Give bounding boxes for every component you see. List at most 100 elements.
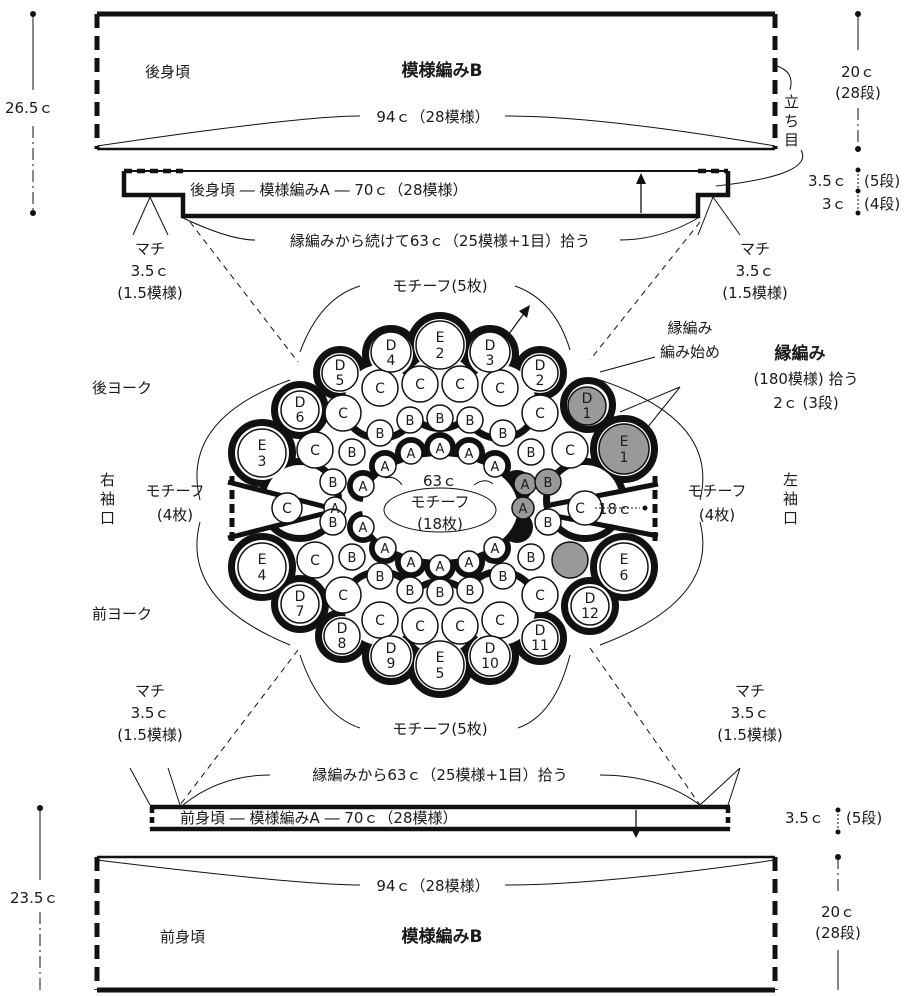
front-height-dimension: 23.5ｃ [10, 805, 58, 990]
circle-D1-letter: D [582, 391, 593, 407]
edge-start-2: 編み始め [660, 343, 720, 361]
right-cuff-char-3: 口 [100, 509, 115, 527]
circle-D6-num: 6 [296, 410, 305, 426]
front-body-width: 94ｃ（28模様） [376, 877, 489, 895]
b-label: B [466, 584, 475, 599]
a-label: A [465, 447, 474, 462]
circle-E4-letter: E [258, 552, 267, 568]
circle-D11-num: 11 [531, 638, 549, 654]
left-side-count: (4枚) [699, 506, 735, 524]
c-label: C [575, 501, 585, 517]
gusset-right-patterns: (1.5模様) [722, 284, 788, 302]
circle-E3-num: 3 [258, 454, 267, 470]
b-label: B [406, 414, 415, 429]
front-band-h1-rows: (5段) [846, 809, 882, 827]
a-label: A [359, 480, 368, 495]
motif-circles [237, 320, 650, 690]
front-gusset-left: マチ 3.5ｃ (1.5模様) [117, 682, 183, 806]
b-label: B [376, 570, 385, 585]
b-label: B [376, 427, 385, 442]
front-body-name: 前身頃 [160, 928, 205, 946]
circle-D12-num: 12 [581, 606, 599, 622]
b-label: B [527, 446, 536, 461]
a-label: A [407, 556, 416, 571]
a-labels: A A A A A A A A A A A A A A A [331, 442, 530, 575]
a-label: A [436, 442, 445, 457]
b-label: B [499, 570, 508, 585]
back-right-dimensions: 20ｃ (28段) 3.5ｃ (5段) 3ｃ (4段) [808, 11, 900, 216]
back-body-width: 94ｃ（28模様） [376, 108, 489, 126]
center-motif: モチーフ [410, 493, 469, 511]
front-right-dimensions: 20ｃ (28段) [815, 854, 861, 990]
b-label: B [436, 586, 445, 601]
motif-top-label: モチーフ(5枚) [392, 277, 487, 295]
back-band-h2: 3ｃ [822, 195, 847, 213]
circle-D1-num: 1 [583, 406, 592, 422]
right-cuff-char-2: 袖 [100, 490, 115, 508]
gusset-left-size: 3.5ｃ [131, 262, 170, 280]
front-gusset-left-name: マチ [135, 682, 165, 700]
a-label: A [521, 478, 530, 493]
c-label: C [310, 553, 320, 569]
circle-D5-num: 5 [336, 373, 345, 389]
edge-pickup: (180模様) 拾う [753, 370, 858, 388]
motif-bottom-label: モチーフ(5枚) [392, 720, 487, 738]
back-band-h2-rows: (4段) [864, 195, 900, 213]
right-side-motif: モチーフ [145, 482, 204, 500]
circle-D2-letter: D [535, 358, 546, 374]
circle-E1-num: 1 [620, 450, 629, 466]
front-yoke-label: 前ヨーク [92, 605, 152, 623]
back-band-h1-rows: (5段) [864, 172, 900, 190]
c-label: C [455, 619, 465, 635]
front-height-total: 23.5ｃ [10, 889, 58, 907]
a-label: A [491, 460, 500, 475]
c-label: C [310, 443, 320, 459]
b-label: B [544, 516, 553, 531]
circle-D9-num: 9 [387, 656, 396, 672]
circle-E5-num: 5 [436, 666, 445, 682]
edge-height: 2ｃ (3段) [773, 394, 839, 412]
c-label: C [535, 588, 545, 604]
gusset-left-patterns: (1.5模様) [117, 284, 183, 302]
a-label: A [359, 521, 368, 536]
edge-title: 縁編み [775, 343, 826, 364]
circle-D6-letter: D [295, 395, 306, 411]
b-labels: B B B B B B B B B B B B B B B B B B [329, 412, 553, 601]
back-band: 後身頃 ― 模様編みA ― 70ｃ（28模様） 縁編みから続けて63ｃ（25模様… [121, 168, 731, 250]
front-body: 94ｃ（28模様） 前身頃 模様編みB [94, 855, 778, 993]
back-gusset-right: マチ 3.5ｃ (1.5模様) [697, 196, 788, 302]
a-label: A [491, 542, 500, 557]
circle-D4-num: 4 [387, 353, 396, 369]
c-label: C [565, 443, 575, 459]
c-label: C [282, 501, 292, 517]
right-cuff-char-1: 右 [100, 471, 115, 489]
circle-D11-letter: D [535, 623, 546, 639]
back-band-pickup: 縁編みから続けて63ｃ（25模様+1目）拾う [290, 232, 590, 250]
c-label: C [415, 619, 425, 635]
back-upper-rows: (28段) [835, 84, 881, 102]
c-label: C [495, 613, 505, 629]
a-label: A [436, 560, 445, 575]
back-band-label: 後身頃 ― 模様編みA ― 70ｃ（28模様） [190, 181, 468, 199]
gusset-right-name: マチ [740, 240, 770, 258]
center-ellipse [383, 487, 497, 533]
circle-D7-letter: D [295, 589, 306, 605]
back-body-name: 後身頃 [145, 63, 190, 81]
circle-D8-num: 8 [338, 636, 347, 652]
circle-D10-letter: D [485, 641, 496, 657]
back-body-pattern: 模様編みB [402, 60, 483, 81]
gusset-left-name: マチ [135, 240, 165, 258]
circle-E2-num: 2 [436, 346, 445, 362]
circle-D9-letter: D [386, 641, 397, 657]
gusset-right-size: 3.5ｃ [736, 262, 775, 280]
left-cuff-char-2: 袖 [783, 490, 798, 508]
b-label: B [544, 476, 553, 491]
b-label: B [499, 427, 508, 442]
b-label: B [466, 414, 475, 429]
front-upper-rows: (28段) [815, 924, 861, 942]
circle-D2-num: 2 [536, 373, 545, 389]
back-yoke-label: 後ヨーク [92, 379, 152, 397]
a-label: A [519, 502, 528, 517]
c-label: C [535, 406, 545, 422]
a-label: A [331, 502, 340, 517]
